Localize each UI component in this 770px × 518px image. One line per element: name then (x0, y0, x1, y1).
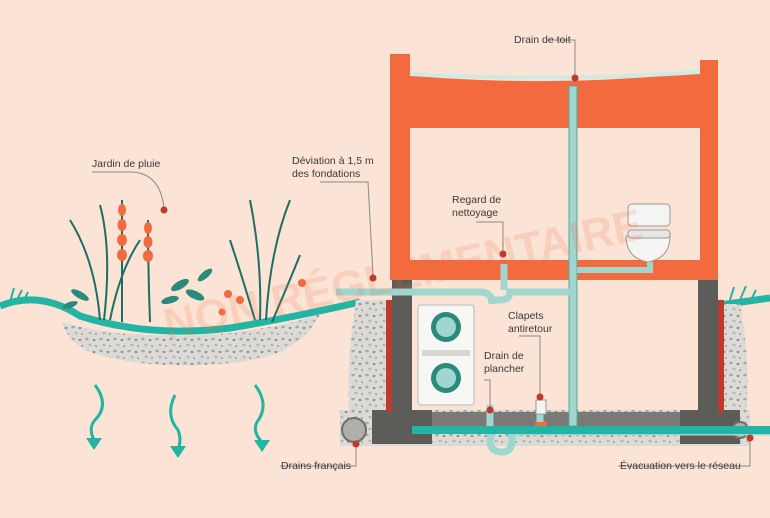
infiltration-arrows (89, 384, 265, 451)
toilet (577, 203, 671, 273)
label-drain-plancher-2: plancher (484, 363, 525, 375)
label-evacuation: Évacuation vers le réseau (620, 460, 741, 472)
marker-drain-plancher (486, 406, 494, 414)
house-frame (390, 54, 718, 280)
marker-regard (499, 250, 507, 258)
marker-evacuation (746, 434, 754, 442)
arrow-heads (86, 438, 270, 458)
label-clapets-2: antiretour (508, 323, 553, 335)
label-drain-plancher-1: Drain de (484, 350, 524, 362)
deviation-pipe (336, 264, 573, 305)
marker-clapets (536, 393, 544, 401)
marker-drain-de-toit (571, 74, 579, 82)
marker-dots (160, 74, 754, 448)
main-sewer-pipe (412, 426, 770, 434)
foundation-membrane (386, 300, 724, 412)
label-drains-francais: Drains français (281, 460, 352, 472)
marker-jardin-de-pluie (160, 206, 168, 214)
label-deviation-2: des fondations (292, 168, 361, 180)
label-deviation-1: Déviation à 1,5 m (292, 155, 374, 167)
plants (9, 199, 757, 323)
label-regard-2: nettoyage (452, 207, 499, 219)
label-drain-de-toit: Drain de toit (514, 34, 571, 46)
label-regard-1: Regard de (452, 194, 502, 206)
roof-top (409, 70, 701, 80)
ground (0, 292, 770, 335)
washer-dryer (417, 304, 475, 406)
marker-drains-francais (352, 440, 360, 448)
label-jardin-de-pluie: Jardin de pluie (92, 158, 161, 170)
rain-garden-basin (62, 314, 320, 366)
label-clapets-1: Clapets (508, 310, 544, 322)
marker-deviation (369, 274, 377, 282)
leader-lines (92, 39, 751, 467)
